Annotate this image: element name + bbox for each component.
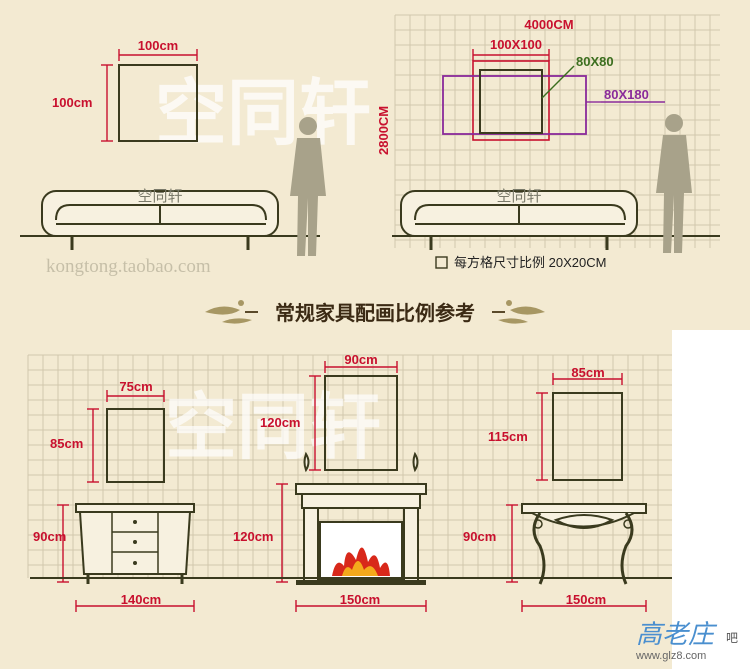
section-title: 常规家具配画比例参考 [275,301,475,325]
console-frame-height: 115cm [488,429,528,444]
fireplace-frame-width: 90cm [344,352,377,367]
fireplace-furniture [295,451,427,585]
corner-logo-suffix: 吧 [726,631,738,645]
corner-logo-url: www.glz8.com [635,650,706,662]
console-height: 90cm [463,529,496,544]
cabinet-scene: 75cm 85cm 90cm 140cm [33,379,195,612]
top-left-frame-width: 100cm [138,38,178,53]
grid-legend-square [435,256,448,269]
frame-80x80 [479,69,543,134]
console-width: 150cm [566,592,606,607]
sofa-left: 空同轩 [41,187,279,250]
top-left-picture-frame [118,64,198,142]
console-table-furniture [521,503,647,585]
cabinet-width: 140cm [121,592,161,607]
wall-width-label: 4000CM [524,17,573,32]
cabinet-picture-frame [106,408,165,483]
console-frame-width: 85cm [571,365,604,380]
sofa-right-brand: 空同轩 [496,187,541,205]
frame-100x100 [472,60,550,141]
top-left-frame-height: 100cm [52,95,92,110]
sofa-right: 空同轩 [400,187,638,250]
console-picture-frame [552,392,623,481]
section-title-banner: 常规家具配画比例参考 [205,300,545,325]
top-right-scene: 4000CM 2800CM 100X100 80X80 80X180 空同轩 每… [376,17,720,270]
size-a-label: 100X100 [490,37,542,52]
grid-legend-text: 每方格尺寸比例 20X20CM [454,255,606,270]
sofa-left-brand: 空同轩 [137,187,182,205]
cabinet-furniture [75,503,195,584]
cabinet-frame-height: 85cm [50,436,83,451]
console-scene: 85cm 115cm 90cm 150cm [463,365,647,612]
person-silhouette-left [290,117,326,256]
top-left-scene: 100cm 100cm 空同轩 kongtong.taobao.com [20,38,326,277]
size-c-label: 80X180 [604,87,649,102]
watermark-top: 空同轩 [155,71,371,155]
cabinet-height: 90cm [33,529,66,544]
shop-url: kongtong.taobao.com [46,256,211,277]
person-silhouette-right [656,114,692,253]
watermark-bottom: 空同轩 [165,385,381,469]
wall-height-label: 2800CM [376,106,391,155]
fireplace-picture-frame [324,375,398,471]
fireplace-frame-height: 120cm [260,415,300,430]
fireplace-height: 120cm [233,529,273,544]
corner-logo-text: 高老庄 [636,620,718,650]
corner-logo[interactable]: 高老庄 吧 www.glz8.com [635,620,738,662]
size-b-label: 80X80 [576,54,614,69]
fireplace-scene: 90cm 120cm 120cm 150cm [233,352,427,612]
white-corner-area [672,330,750,669]
cabinet-frame-width: 75cm [119,379,152,394]
fireplace-width: 150cm [340,592,380,607]
